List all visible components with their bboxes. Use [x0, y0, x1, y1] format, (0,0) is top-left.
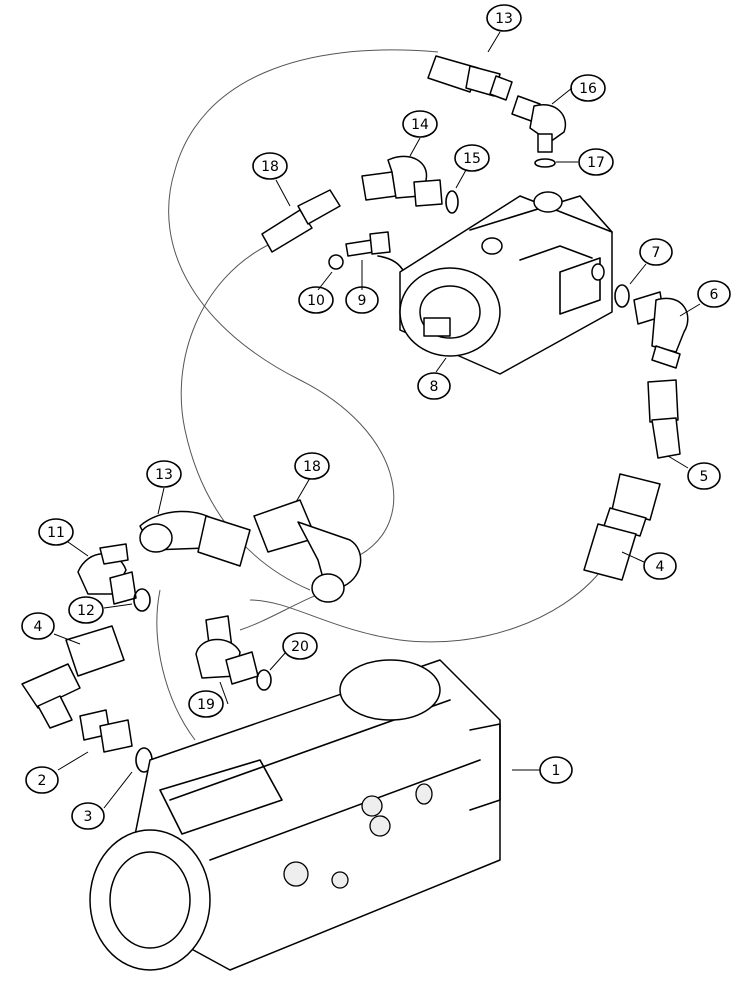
callout-15: 15 — [454, 144, 490, 172]
part-20-o-ring — [256, 669, 272, 691]
callout-18-middle: 18 — [294, 452, 330, 480]
part-2-fitting — [79, 709, 133, 753]
part-15-o-ring — [445, 190, 459, 214]
part-19-elbow — [195, 615, 259, 685]
part-10-washer — [328, 254, 344, 270]
callout-label: 6 — [710, 287, 719, 303]
callout-label: 8 — [430, 379, 439, 395]
hose-lines — [156, 49, 601, 741]
callout-label: 10 — [307, 293, 325, 309]
part-1-main-pump — [89, 659, 501, 971]
callout-13-top: 13 — [486, 4, 522, 32]
part-8-hydraulic-motor — [399, 191, 613, 375]
callout-label: 5 — [700, 469, 709, 485]
part-11-elbow — [77, 543, 137, 605]
part-13-hose-end-middle — [139, 510, 251, 567]
part-17-o-ring — [534, 158, 556, 168]
callout-label: 15 — [463, 151, 481, 167]
callout-label: 18 — [303, 459, 321, 475]
callout-1: 1 — [539, 756, 573, 784]
callout-label: 9 — [358, 293, 367, 309]
part-9-bolt — [345, 231, 405, 273]
callout-10: 10 — [298, 286, 334, 314]
callout-12: 12 — [68, 596, 104, 624]
callout-label: 13 — [155, 467, 173, 483]
callout-label: 3 — [84, 809, 93, 825]
callout-label: 7 — [652, 245, 661, 261]
callout-5: 5 — [687, 462, 721, 490]
part-18-hose-end-middle — [253, 499, 362, 603]
part-13-hose-end-top — [427, 55, 513, 101]
callout-17: 17 — [578, 148, 614, 176]
callout-18-upper: 18 — [252, 152, 288, 180]
callout-2: 2 — [25, 766, 59, 794]
callout-label: 4 — [656, 559, 665, 575]
callout-3: 3 — [71, 802, 105, 830]
callout-8: 8 — [417, 372, 451, 400]
callout-label: 13 — [495, 11, 513, 27]
part-12-o-ring — [133, 588, 151, 612]
callout-16: 16 — [570, 74, 606, 102]
callout-label: 12 — [77, 603, 95, 619]
callout-9: 9 — [345, 286, 379, 314]
callout-label: 19 — [197, 697, 215, 713]
callout-6: 6 — [697, 280, 731, 308]
callout-14: 14 — [402, 110, 438, 138]
part-18-hose-end-upper — [261, 189, 341, 253]
part-4-hose-end-left — [21, 625, 125, 729]
part-4-hose-end-right — [583, 473, 661, 581]
callout-19: 19 — [188, 690, 224, 718]
part-7-o-ring — [614, 284, 630, 308]
callout-label: 16 — [579, 81, 597, 97]
callout-label: 1 — [552, 763, 561, 779]
callout-11: 11 — [38, 518, 74, 546]
callout-7: 7 — [639, 238, 673, 266]
callout-label: 14 — [411, 117, 429, 133]
callout-label: 2 — [38, 773, 47, 789]
part-6-elbow — [633, 291, 689, 369]
callout-label: 18 — [261, 159, 279, 175]
callout-label: 17 — [587, 155, 605, 171]
callout-label: 20 — [291, 639, 309, 655]
part-5-adapter — [647, 379, 681, 459]
callout-4-right: 4 — [643, 552, 677, 580]
part-16-elbow — [511, 95, 567, 153]
callout-label: 4 — [34, 619, 43, 635]
callout-label: 11 — [47, 525, 65, 541]
callout-13-middle: 13 — [146, 460, 182, 488]
part-14-elbow — [361, 155, 443, 207]
callout-4-left: 4 — [21, 612, 55, 640]
callout-20: 20 — [282, 632, 318, 660]
